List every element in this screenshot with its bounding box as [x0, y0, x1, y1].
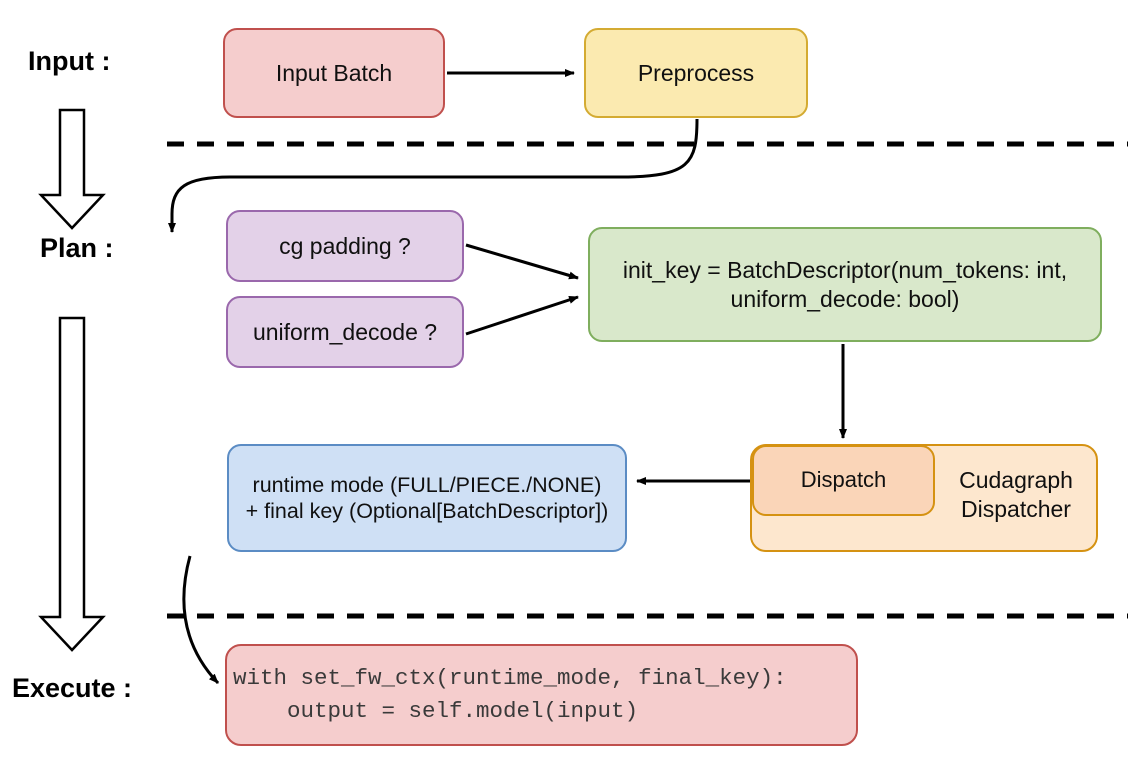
node-input-batch[interactable]: Input Batch: [223, 28, 445, 118]
connector-cg-padding-to-init-key: [465, 243, 579, 280]
stage-label-execute: Execute :: [12, 673, 133, 703]
stage-label-plan: Plan :: [40, 233, 114, 263]
stage-arrow-plan-execute: [38, 316, 106, 652]
connector-uniform-decode-to-init-key: [465, 295, 579, 336]
connector-runtime-mode-to-execute-code: [182, 555, 220, 685]
node-init-key[interactable]: init_key = BatchDescriptor(num_tokens: i…: [588, 227, 1102, 342]
node-dispatch[interactable]: Dispatch: [752, 445, 935, 516]
node-uniform-decode[interactable]: uniform_decode ?: [226, 296, 464, 368]
stage-label-input: Input :: [28, 46, 111, 76]
node-cg-padding[interactable]: cg padding ?: [226, 210, 464, 282]
node-runtime-mode[interactable]: runtime mode (FULL/PIECE./NONE) + final …: [227, 444, 627, 552]
stage-arrow-input-plan: [38, 108, 106, 230]
node-execute-code[interactable]: with set_fw_ctx(runtime_mode, final_key)…: [225, 644, 858, 746]
node-preprocess[interactable]: Preprocess: [584, 28, 808, 118]
group-title-cudagraph-dispatcher: Cudagraph Dispatcher: [959, 467, 1073, 522]
